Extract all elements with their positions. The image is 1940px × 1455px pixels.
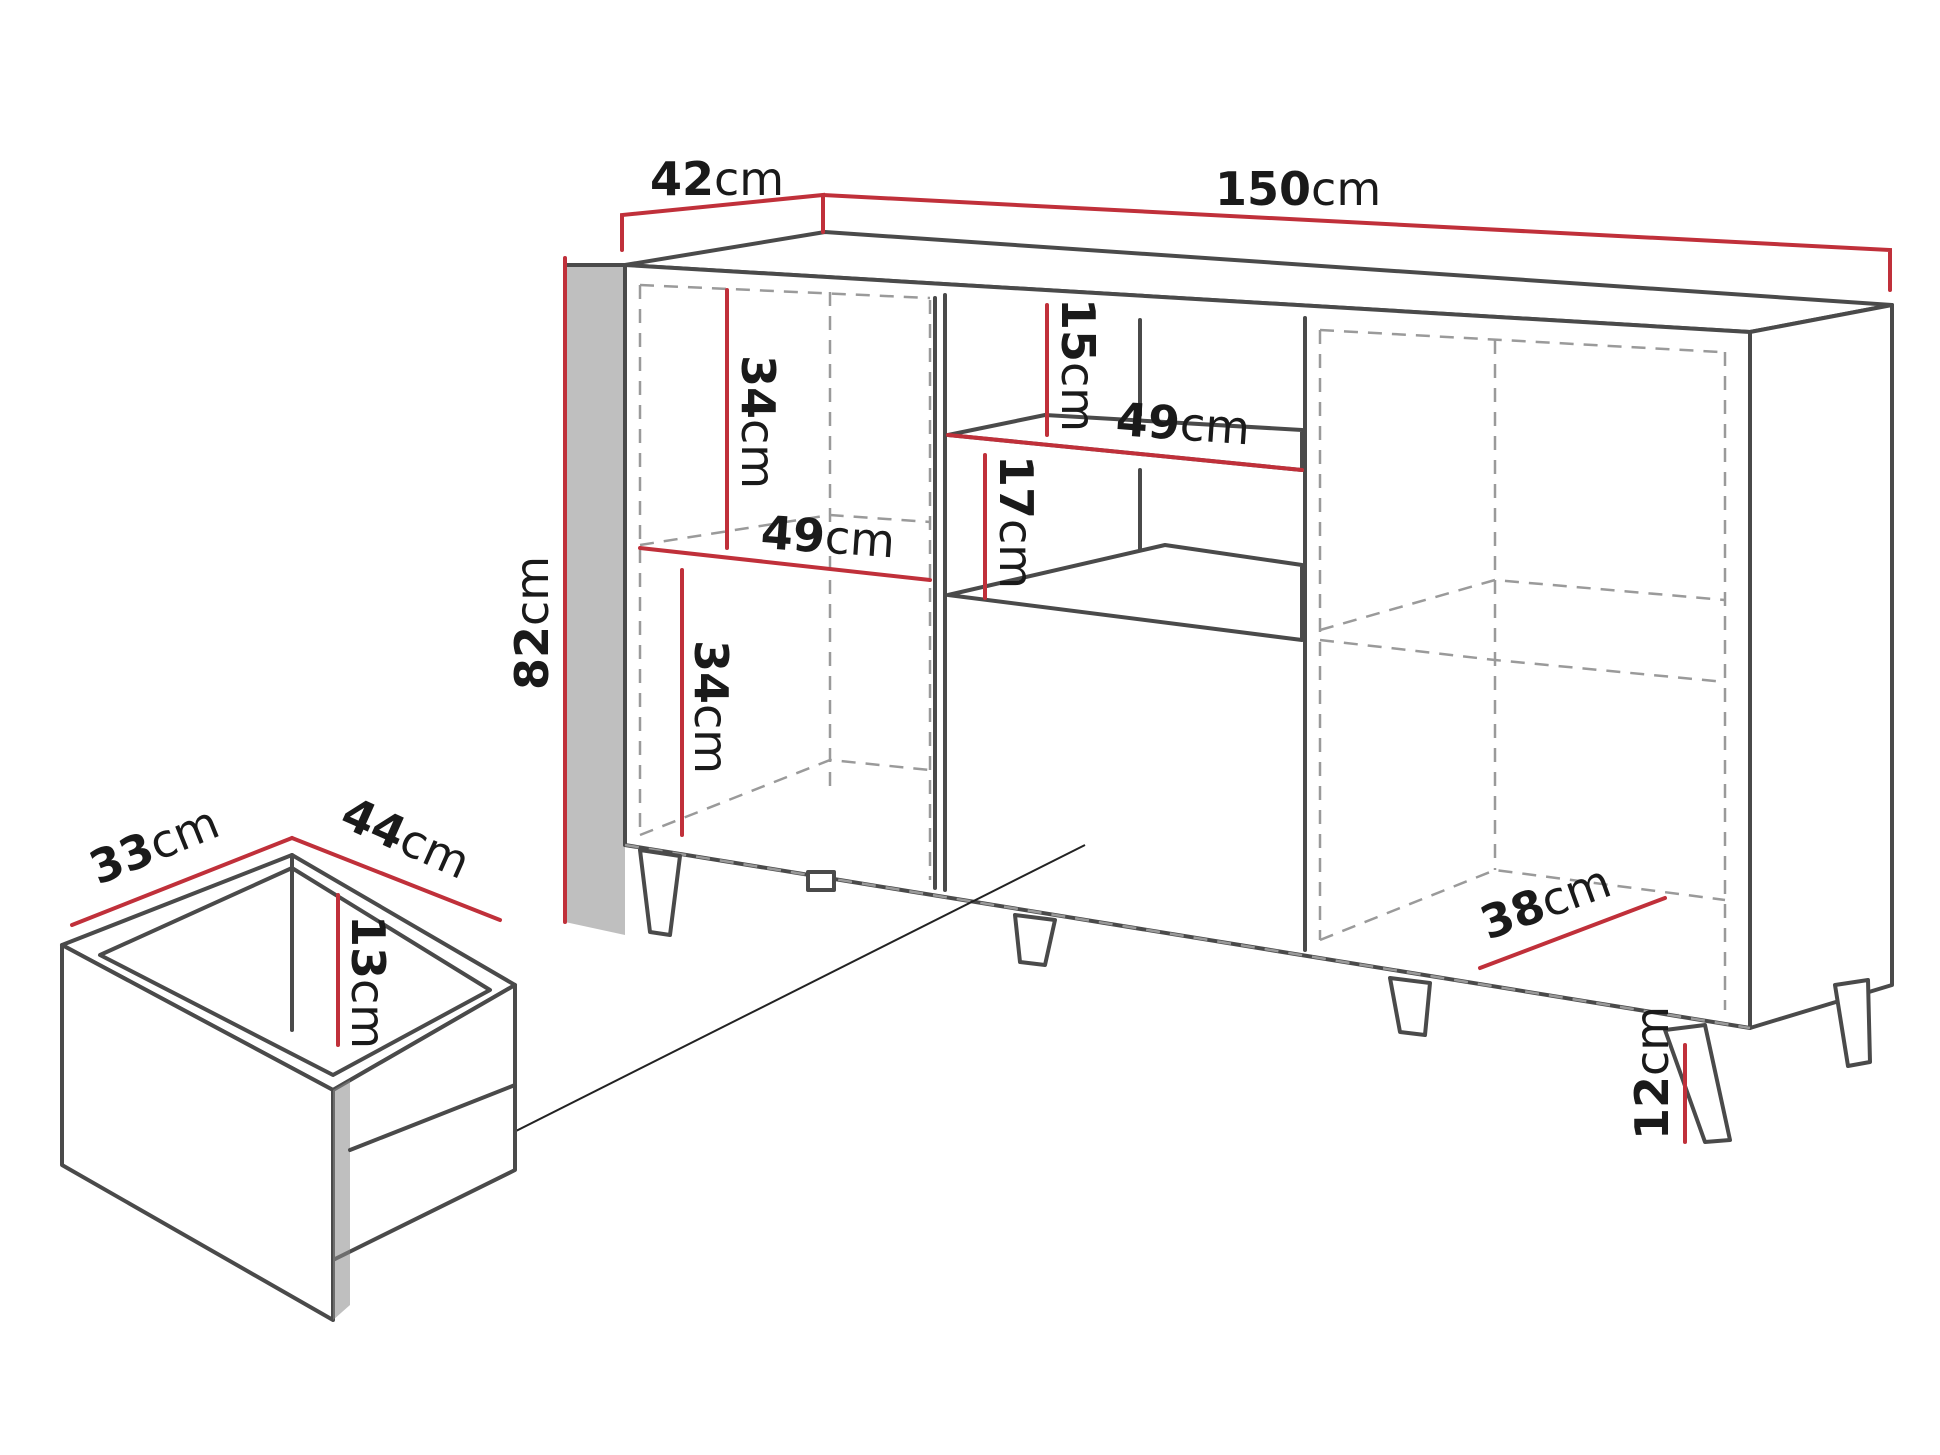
depth-value: 42 [650, 152, 714, 206]
width-label: 150cm [1215, 162, 1381, 216]
depth-unit: cm [714, 152, 784, 206]
middle-shelf-width-dim [946, 433, 1304, 472]
drawer-height-label: 13cm [341, 915, 395, 1049]
height-label: 82cm [505, 556, 559, 690]
hidden-base-line [624, 843, 1751, 1030]
width-unit: cm [1311, 162, 1381, 216]
width-dim-line [821, 193, 1892, 292]
middle-top-height-unit: cm [1051, 362, 1105, 432]
drawer-handle [806, 870, 836, 892]
leg-side-right [1833, 978, 1872, 1068]
depth-label: 42cm [650, 152, 784, 206]
middle-height-label: 17cm [989, 455, 1043, 589]
drawer-width-dim [290, 836, 502, 922]
hidden-left-shelf [639, 513, 931, 547]
right-shelf-depth-dim [1478, 896, 1667, 970]
hidden-left-top [639, 283, 931, 300]
left-lower-height-value: 34 [684, 640, 738, 704]
leg-back-left [1013, 913, 1057, 967]
drawer-front-thickness [333, 1080, 350, 1320]
hidden-right-shelf-top [1319, 578, 1726, 632]
leg-height-unit: cm [1625, 1006, 1679, 1076]
hidden-left-bottom [639, 758, 931, 837]
left-shelf-width-value: 49 [759, 505, 827, 563]
hidden-right-shelf-bottom [1319, 638, 1726, 684]
left-lower-height-unit: cm [684, 704, 738, 774]
dimension-lines [70, 192, 1892, 1144]
drawer-depth-label: 33cm [82, 795, 227, 895]
height-unit: cm [505, 556, 559, 626]
right-side-face [1748, 303, 1894, 1030]
left-upper-height-label: 34cm [731, 355, 785, 489]
middle-bottom-shelf [946, 543, 1304, 642]
depth-dim-line [620, 192, 825, 252]
middle-shelf-width-value: 49 [1114, 392, 1182, 450]
middle-height-value: 17 [989, 455, 1043, 519]
left-side-edge [563, 263, 627, 847]
leg-front-right [1663, 1023, 1732, 1144]
middle-shelf-width-label: 49cm [1114, 392, 1252, 455]
middle-top-height-label: 15cm [1051, 298, 1105, 432]
dimension-labels: 42cm 150cm 82cm 34cm 49cm 34cm 15cm 49cm… [82, 152, 1679, 1140]
left-upper-height-unit: cm [731, 419, 785, 489]
middle-height-unit: cm [989, 519, 1043, 589]
drawer-height-unit: cm [341, 979, 395, 1049]
drawer-depth-dim [70, 836, 294, 927]
middle-shelf-width-unit: cm [1178, 397, 1252, 456]
middle-top-height-value: 15 [1051, 298, 1105, 362]
left-shelf-width-unit: cm [823, 510, 897, 569]
hidden-right-bottom [1319, 868, 1726, 942]
drawer-width-label: 44cm [334, 786, 478, 890]
leg-height-value: 12 [1625, 1076, 1679, 1140]
drawer-bottom-edge [348, 1083, 517, 1152]
left-lower-height-label: 34cm [684, 640, 738, 774]
drawer-height-value: 13 [341, 915, 395, 979]
left-shelf-width-dim [638, 546, 932, 582]
drawer [60, 853, 517, 1322]
left-upper-height-value: 34 [731, 355, 785, 419]
drawer-inner [98, 866, 492, 1077]
hidden-right-top [1319, 328, 1721, 354]
leg-front-left [638, 848, 682, 937]
drawer-leader-line [497, 844, 1086, 1141]
left-shelf-width-label: 49cm [759, 505, 897, 568]
leg-height-label: 12cm [1625, 1006, 1679, 1140]
width-value: 150 [1215, 162, 1311, 216]
height-value: 82 [505, 626, 559, 690]
side-panel-shade [565, 265, 625, 935]
leg-back-right [1388, 976, 1432, 1037]
sideboard [563, 230, 1894, 1144]
